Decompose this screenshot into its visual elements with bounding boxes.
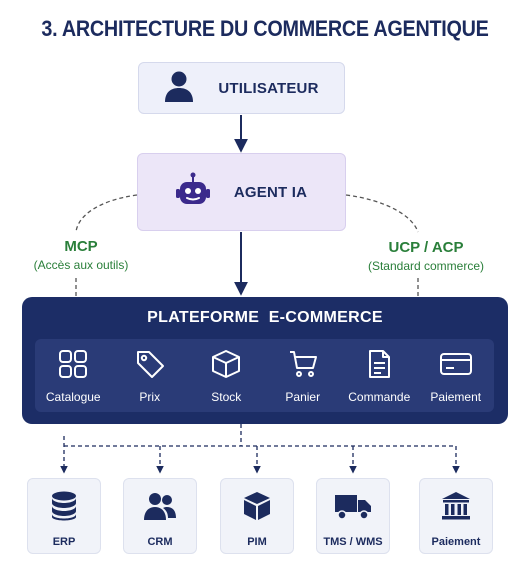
user-label: UTILISATEUR xyxy=(218,79,319,97)
robot-icon xyxy=(175,172,210,213)
module-prix: Prix xyxy=(114,349,186,404)
system-paiement: Paiement xyxy=(419,478,493,554)
module-label: Paiement xyxy=(430,390,482,404)
truck-icon xyxy=(334,491,372,526)
system-erp: ERP xyxy=(27,478,101,554)
agent-node: AGENT IA xyxy=(137,153,346,231)
module-commande: Commande xyxy=(343,349,415,404)
platform-title: PLATEFORME E-COMMERCE xyxy=(147,309,383,326)
system-label: Paiement xyxy=(431,536,481,548)
ecommerce-platform: PLATEFORME E-COMMERCE Catalogue Prix xyxy=(22,297,508,424)
user-icon xyxy=(164,70,194,107)
module-label: Prix xyxy=(139,390,161,404)
module-stock: Stock xyxy=(190,349,262,404)
mcp-dashed-link xyxy=(75,194,138,233)
backend-systems: ERP CRM PIM xyxy=(0,478,530,554)
user-node: UTILISATEUR xyxy=(138,62,345,114)
grid-icon xyxy=(58,349,88,384)
database-icon xyxy=(51,491,77,526)
ucp-subtitle: (Standard commerce) xyxy=(367,259,485,273)
agent-label: AGENT IA xyxy=(233,183,308,201)
system-pim: PIM xyxy=(220,478,294,554)
system-label: ERP xyxy=(52,536,76,548)
ucp-dashed-link xyxy=(345,194,419,233)
system-label: PIM xyxy=(247,536,267,548)
ucp-title: UCP / ACP xyxy=(388,239,464,256)
ucp-label: UCP / ACP (Standard commerce) xyxy=(352,239,500,273)
system-label: CRM xyxy=(147,536,173,548)
system-crm: CRM xyxy=(123,478,197,554)
module-label: Catalogue xyxy=(45,390,101,404)
module-panier: Panier xyxy=(267,349,339,404)
platform-modules: Catalogue Prix Stock xyxy=(35,339,494,412)
price-tag-icon xyxy=(135,349,165,384)
mcp-title: MCP xyxy=(64,238,98,255)
module-label: Stock xyxy=(211,390,242,404)
document-icon xyxy=(364,349,394,384)
users-icon xyxy=(143,491,177,526)
box-icon xyxy=(211,349,241,384)
credit-card-icon xyxy=(439,349,473,384)
system-tms-wms: TMS / WMS xyxy=(316,478,390,554)
module-label: Panier xyxy=(285,390,321,404)
cart-icon xyxy=(288,349,318,384)
diagram-title: 3. ARCHITECTURE DU COMMERCE AGENTIQUE xyxy=(41,16,489,41)
mcp-label: MCP (Accès aux outils) xyxy=(20,238,142,272)
module-paiement: Paiement xyxy=(420,349,492,404)
bank-icon xyxy=(441,491,471,526)
package-icon xyxy=(242,491,272,526)
mcp-subtitle: (Accès aux outils) xyxy=(33,258,129,272)
module-label: Commande xyxy=(348,390,411,404)
module-catalogue: Catalogue xyxy=(37,349,109,404)
system-label: TMS / WMS xyxy=(323,536,383,548)
